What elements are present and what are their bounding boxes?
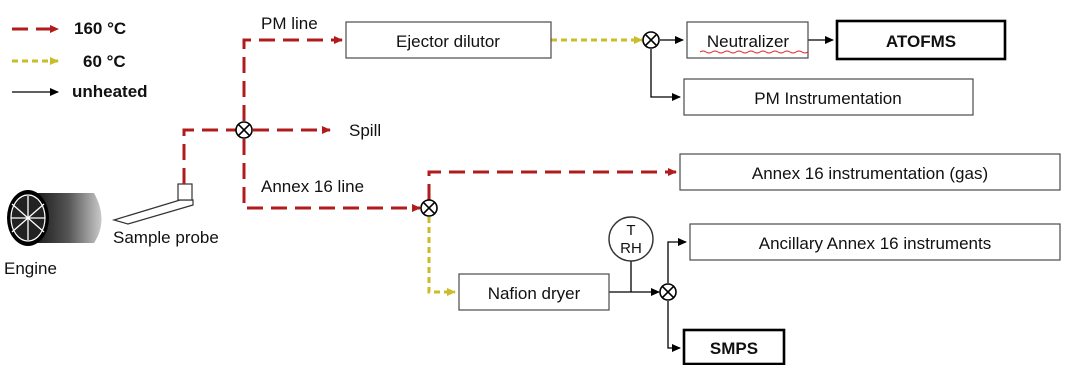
legend-label-cold: unheated — [72, 82, 148, 101]
warm-lines — [427, 36, 643, 296]
neutralizer-label: Neutralizer — [707, 32, 790, 51]
pm-line — [242, 36, 343, 121]
pm-line-label: PM line — [261, 14, 318, 33]
splitter-valve-icon — [235, 121, 253, 139]
pm-valve-icon — [642, 31, 660, 49]
annex-gas-line — [427, 168, 677, 200]
annex-16-line — [242, 139, 421, 212]
legend-item-hot: 160 °C — [12, 19, 126, 38]
ejector-dilutor-box: Ejector dilutor — [345, 21, 552, 59]
sample-probe-label: Sample probe — [113, 228, 219, 247]
smps-box: SMPS — [682, 328, 786, 365]
atofms-box: ATOFMS — [835, 19, 1007, 61]
sample-probe-icon — [111, 183, 194, 225]
spill-label: Spill — [349, 121, 381, 140]
legend: 160 °C 60 °C unheated — [12, 19, 148, 101]
legend-label-warm: 60 °C — [83, 52, 126, 71]
legend-item-cold: unheated — [12, 82, 148, 101]
engine-icon — [7, 190, 102, 246]
pm-instrumentation-label: PM Instrumentation — [754, 89, 901, 108]
heated-lines — [182, 36, 677, 212]
atofms-label: ATOFMS — [886, 32, 956, 51]
unheated-lines — [609, 36, 834, 352]
valve-to-ancillary-line — [667, 238, 687, 283]
ancillary-instruments-box: Ancillary Annex 16 instruments — [689, 223, 1061, 261]
smps-label: SMPS — [710, 339, 758, 358]
annex-gas-instrumentation-label: Annex 16 instrumentation (gas) — [752, 164, 988, 183]
ejector-dilutor-label: Ejector dilutor — [396, 32, 500, 51]
valve-to-dryer-line — [427, 217, 456, 296]
valve-to-smps-line — [667, 301, 681, 352]
probe-to-splitter-line — [182, 128, 236, 184]
spellcheck-underline — [699, 50, 809, 54]
nafion-dryer-box: Nafion dryer — [458, 273, 610, 311]
engine-label: Engine — [4, 259, 57, 278]
sensor-t-label: T — [626, 222, 635, 239]
annex-line-label: Annex 16 line — [261, 177, 364, 196]
valve-to-pm-instrumentation-line — [650, 49, 681, 101]
temperature-humidity-sensor-icon: T RH — [608, 216, 654, 262]
dryer-valve-icon — [659, 283, 677, 301]
legend-label-hot: 160 °C — [74, 19, 126, 38]
sensor-rh-label: RH — [620, 240, 642, 257]
ancillary-instruments-label: Ancillary Annex 16 instruments — [759, 234, 991, 253]
annex-valve-icon — [420, 199, 438, 217]
neutralizer-box: Neutralizer — [686, 21, 809, 59]
pm-instrumentation-box: PM Instrumentation — [683, 78, 974, 116]
nafion-dryer-label: Nafion dryer — [488, 284, 581, 303]
annex-gas-instrumentation-box: Annex 16 instrumentation (gas) — [679, 153, 1061, 191]
legend-item-warm: 60 °C — [12, 52, 126, 71]
